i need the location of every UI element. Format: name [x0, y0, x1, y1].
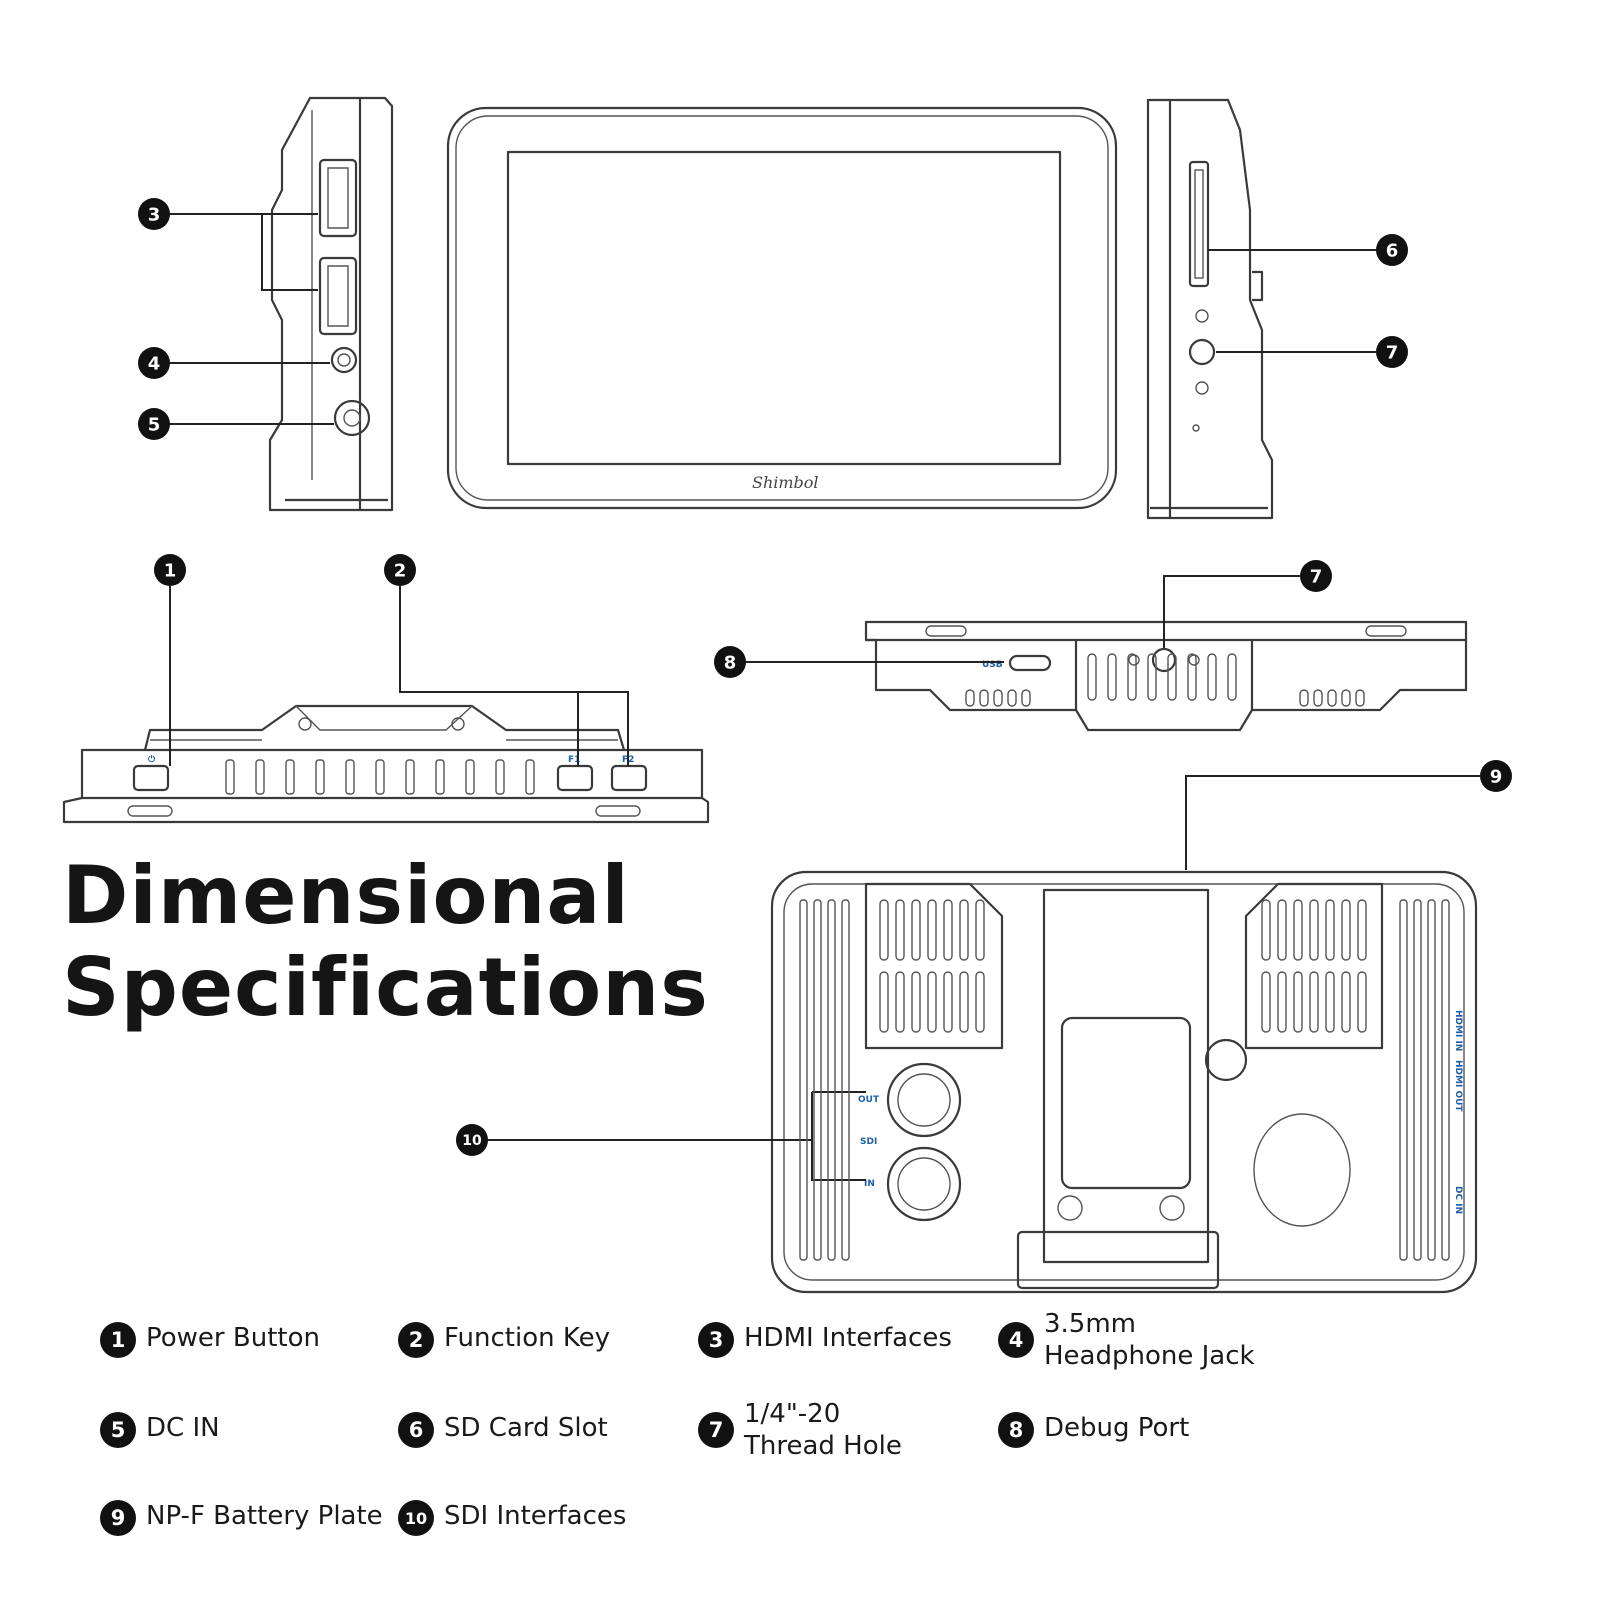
back-view: OUT SDI IN HDMI IN HDMI OUT DC IN — [488, 775, 1482, 1294]
callout-5: 5 — [138, 408, 170, 440]
svg-text:6: 6 — [1386, 241, 1399, 262]
svg-text:IN: IN — [864, 1179, 875, 1189]
callout-7: 7 — [1300, 560, 1332, 592]
legend-badge: 4 — [998, 1322, 1034, 1358]
f2-button — [610, 764, 648, 792]
legend-label: SDI Interfaces — [444, 1501, 627, 1531]
dc-in-port — [333, 399, 371, 437]
svg-text:5: 5 — [148, 415, 161, 436]
legend-label: HDMI Interfaces — [744, 1323, 952, 1353]
legend-label: 1/4"-20 Thread Hole — [744, 1399, 902, 1461]
title-line-1: Dimensional — [62, 849, 630, 942]
legend-item-3: 3 HDMI Interfaces — [698, 1322, 952, 1358]
callout-4: 4 — [138, 347, 170, 379]
legend-label: Function Key — [444, 1323, 610, 1353]
svg-text:9: 9 — [1490, 767, 1503, 788]
callout-9: 9 — [1480, 760, 1512, 792]
svg-text:10: 10 — [462, 1133, 482, 1149]
svg-text:USB: USB — [982, 660, 1003, 670]
legend-label: Power Button — [146, 1323, 320, 1353]
sd-card-slot — [1188, 160, 1210, 288]
legend-badge: 6 — [398, 1412, 434, 1448]
title-line-2: Specifications — [62, 941, 709, 1034]
legend-badge: 5 — [100, 1412, 136, 1448]
legend-item-10: 10 SDI Interfaces — [398, 1500, 626, 1536]
legend-badge: 2 — [398, 1322, 434, 1358]
bottom-view: USB — [744, 575, 1468, 732]
svg-text:7: 7 — [1386, 343, 1399, 364]
legend-badge: 8 — [998, 1412, 1034, 1448]
legend-item-4: 4 3.5mm Headphone Jack — [998, 1309, 1255, 1372]
callout-7: 7 — [1376, 336, 1408, 368]
svg-text:7: 7 — [1310, 567, 1323, 588]
page-title: Dimensional Specifications — [62, 850, 709, 1034]
svg-text:DC IN: DC IN — [1453, 1186, 1463, 1214]
hdmi-port-1 — [318, 158, 358, 238]
legend-item-1: 1 Power Button — [100, 1322, 320, 1358]
monitor-bezel — [446, 106, 1118, 510]
callout-6: 6 — [1376, 234, 1408, 266]
power-button — [132, 764, 170, 792]
callout-10: 10 — [456, 1124, 488, 1156]
vent-slots — [225, 653, 1450, 1261]
legend-badge: 1 — [100, 1322, 136, 1358]
front-view: Shimbol — [446, 106, 1118, 510]
back-housing — [770, 870, 1478, 1294]
sdi-in-connector — [886, 1146, 962, 1222]
svg-text:HDMI IN: HDMI IN — [1453, 1010, 1463, 1051]
legend-badge: 10 — [398, 1500, 434, 1536]
legend-badge: 7 — [698, 1412, 734, 1448]
thread-hole-side — [1188, 338, 1216, 366]
legend-item-9: 9 NP-F Battery Plate — [100, 1500, 383, 1536]
legend-badge: 3 — [698, 1322, 734, 1358]
left-side-view — [158, 96, 394, 512]
screen — [506, 150, 1062, 466]
svg-text:HDMI OUT: HDMI OUT — [1453, 1060, 1463, 1112]
legend-label: SD Card Slot — [444, 1413, 608, 1443]
legend-item-6: 6 SD Card Slot — [398, 1412, 608, 1448]
thread-hole-bottom — [1151, 647, 1177, 673]
legend-item-7: 7 1/4"-20 Thread Hole — [698, 1399, 902, 1462]
callout-1: 1 — [154, 554, 186, 586]
callout-3: 3 — [138, 198, 170, 230]
legend-item-2: 2 Function Key — [398, 1322, 610, 1358]
hdmi-port-2 — [318, 256, 358, 336]
legend-label: DC IN — [146, 1413, 220, 1443]
np-f-battery-plate — [1042, 888, 1210, 1264]
svg-text:3: 3 — [148, 205, 161, 226]
svg-text:4: 4 — [148, 354, 161, 375]
svg-text:⏻: ⏻ — [148, 754, 156, 765]
legend-label: Debug Port — [1044, 1413, 1190, 1443]
brand-logo: Shimbol — [752, 473, 819, 492]
legend-badge: 9 — [100, 1500, 136, 1536]
legend-item-8: 8 Debug Port — [998, 1412, 1189, 1448]
legend-label: NP-F Battery Plate — [146, 1501, 383, 1531]
svg-text:1: 1 — [164, 561, 177, 582]
svg-text:OUT: OUT — [858, 1095, 880, 1105]
svg-text:F1: F1 — [568, 755, 580, 765]
svg-text:8: 8 — [724, 653, 737, 674]
f1-button — [556, 764, 594, 792]
top-view: ⏻ F1 F2 — [62, 586, 710, 824]
sdi-out-connector — [886, 1062, 962, 1138]
legend-label: 3.5mm Headphone Jack — [1044, 1309, 1255, 1371]
legend-item-5: 5 DC IN — [100, 1412, 220, 1448]
callout-badges: 1 2 3 4 5 6 7 8 9 10 7 — [138, 198, 1512, 1156]
svg-text:2: 2 — [394, 561, 407, 582]
callout-8: 8 — [714, 646, 746, 678]
svg-text:SDI: SDI — [860, 1137, 877, 1147]
right-side-view — [1146, 98, 1380, 520]
debug-port — [1008, 654, 1052, 672]
callout-2: 2 — [384, 554, 416, 586]
headphone-jack — [330, 346, 358, 374]
